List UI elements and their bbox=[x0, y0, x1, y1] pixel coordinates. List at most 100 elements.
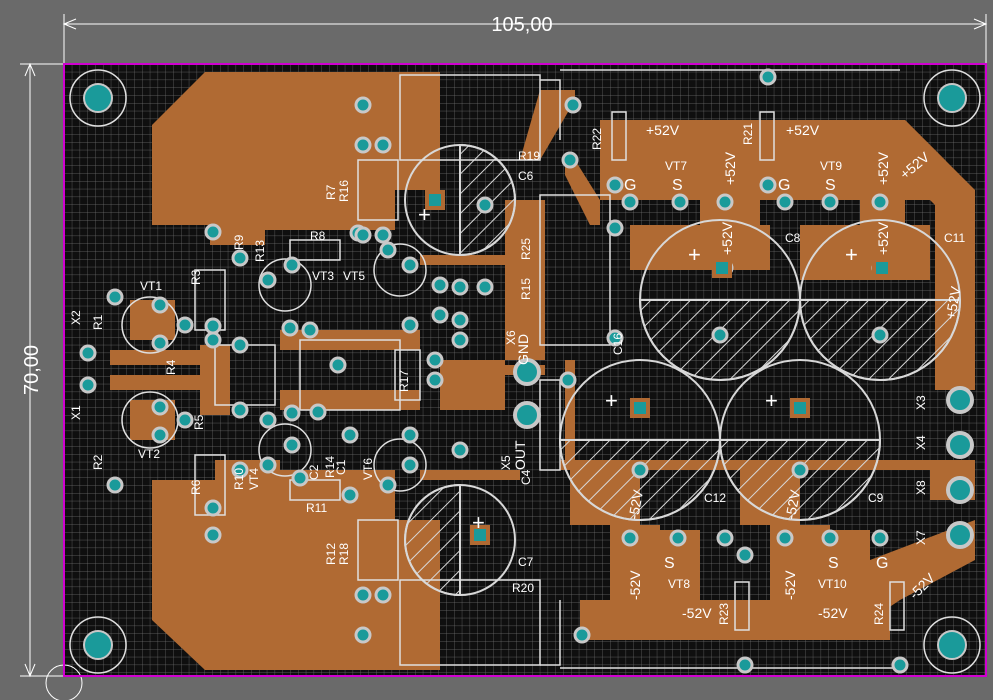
pad bbox=[401, 456, 419, 474]
silkscreen-labels: VT1 VT2 VT3 VT4 VT5 VT6 VT7 VT8 VT9 VT10… bbox=[69, 122, 965, 625]
capacitor-plus-pad bbox=[872, 258, 892, 278]
label-plus52-6: +52V bbox=[875, 221, 891, 255]
label-r16: R16 bbox=[337, 180, 351, 202]
pad bbox=[354, 96, 372, 114]
mounting-hole bbox=[937, 630, 967, 660]
label-x5: X5 bbox=[499, 455, 513, 470]
pad bbox=[759, 176, 777, 194]
label-x7: X7 bbox=[914, 530, 928, 545]
label-r15: R15 bbox=[519, 278, 533, 300]
pad bbox=[716, 193, 734, 211]
label-vt8: VT8 bbox=[668, 577, 690, 591]
label-vt9: VT9 bbox=[820, 159, 842, 173]
copper-minus52-right bbox=[870, 520, 975, 620]
label-r21: R21 bbox=[741, 123, 755, 145]
label-plus52-8: +52V bbox=[942, 285, 964, 321]
copper-vt9-pad-area bbox=[800, 225, 930, 280]
pad bbox=[231, 336, 249, 354]
pad bbox=[426, 371, 444, 389]
pad bbox=[564, 96, 582, 114]
label-plus-c12: + bbox=[605, 388, 618, 413]
label-x6: X6 bbox=[504, 330, 518, 345]
label-minus52-4: -52V bbox=[818, 605, 848, 621]
label-r14: R14 bbox=[323, 456, 337, 478]
connector-pad bbox=[946, 431, 974, 459]
pad bbox=[476, 278, 494, 296]
pad bbox=[606, 329, 624, 347]
pad bbox=[204, 499, 222, 517]
label-r12: R12 bbox=[324, 543, 338, 565]
pad bbox=[374, 586, 392, 604]
pad bbox=[151, 334, 169, 352]
connector-pad bbox=[946, 521, 974, 549]
pad bbox=[283, 436, 301, 454]
pad bbox=[821, 193, 839, 211]
label-vt10-source: S bbox=[828, 555, 839, 572]
mounting-hole-outline bbox=[69, 616, 127, 674]
pad bbox=[374, 136, 392, 154]
label-c6: C6 bbox=[518, 169, 534, 183]
label-x1: X1 bbox=[69, 405, 83, 420]
pad bbox=[281, 319, 299, 337]
pad bbox=[871, 193, 889, 211]
label-r18: R18 bbox=[337, 543, 351, 565]
pad bbox=[401, 256, 419, 274]
pad bbox=[291, 469, 309, 487]
mounting-hole-outline bbox=[923, 616, 981, 674]
label-vt2: VT2 bbox=[138, 447, 160, 461]
pad bbox=[871, 326, 889, 344]
pad bbox=[871, 529, 889, 547]
pad bbox=[606, 176, 624, 194]
label-plus52-4: +52V bbox=[875, 151, 891, 185]
board-outline bbox=[63, 63, 987, 677]
pad bbox=[451, 331, 469, 349]
label-r22: R22 bbox=[590, 128, 604, 150]
mounting-hole bbox=[83, 630, 113, 660]
label-x2: X2 bbox=[69, 310, 83, 325]
label-c1: C1 bbox=[334, 459, 348, 475]
label-r11: R11 bbox=[306, 501, 327, 515]
label-r13: R13 bbox=[253, 240, 267, 262]
pad bbox=[283, 404, 301, 422]
label-c2: C2 bbox=[307, 464, 321, 480]
pad bbox=[669, 529, 687, 547]
pad bbox=[631, 461, 649, 479]
pad bbox=[776, 529, 794, 547]
capacitor-plus-pad bbox=[425, 190, 445, 210]
pad bbox=[329, 356, 347, 374]
pad bbox=[573, 626, 591, 644]
pad bbox=[354, 136, 372, 154]
label-vt4: VT4 bbox=[247, 468, 261, 490]
label-vt7: VT7 bbox=[665, 159, 687, 173]
height-dimension-label: 70,00 bbox=[21, 345, 43, 395]
label-c8: C8 bbox=[785, 231, 801, 245]
pad bbox=[204, 331, 222, 349]
dimension-width bbox=[62, 14, 988, 64]
label-x4: X4 bbox=[914, 435, 928, 450]
pad bbox=[451, 441, 469, 459]
label-plus-c11: + bbox=[845, 242, 858, 267]
mounting-holes bbox=[45, 69, 981, 700]
connector-pad bbox=[946, 476, 974, 504]
label-r7: R7 bbox=[324, 184, 338, 200]
label-r8: R8 bbox=[310, 229, 326, 243]
label-minus52-3: -52V bbox=[682, 605, 712, 621]
label-r19: R19 bbox=[518, 149, 540, 163]
label-r9: R9 bbox=[232, 234, 246, 250]
copper-pour-top-left bbox=[152, 72, 440, 245]
label-c4: C4 bbox=[519, 469, 533, 485]
pad bbox=[401, 316, 419, 334]
label-x8: X8 bbox=[914, 480, 928, 495]
label-r25: R25 bbox=[519, 238, 533, 260]
pad bbox=[621, 193, 639, 211]
pad bbox=[821, 529, 839, 547]
pad bbox=[716, 529, 734, 547]
copper-vt7-pad-area bbox=[630, 225, 770, 270]
capacitor-plus-pad bbox=[630, 398, 650, 418]
label-out: OUT bbox=[512, 440, 528, 470]
label-r6: R6 bbox=[189, 479, 203, 495]
label-r17: R17 bbox=[397, 370, 411, 392]
label-r2: R2 bbox=[91, 454, 105, 470]
pad bbox=[354, 586, 372, 604]
